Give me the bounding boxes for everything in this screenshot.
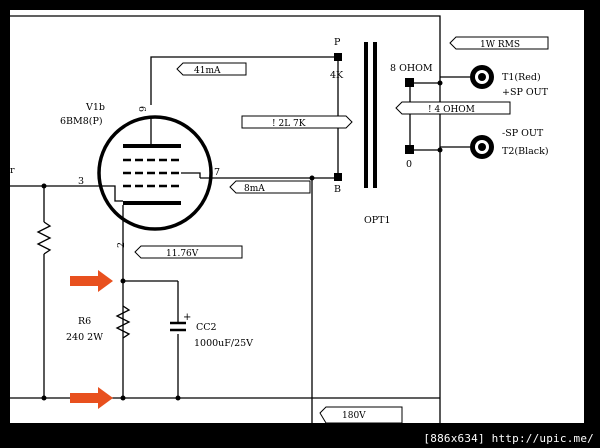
arrow-ground-node (70, 387, 113, 409)
svg-text:8mA: 8mA (244, 184, 265, 194)
terminal-p (334, 53, 342, 61)
terminal-8ohm (405, 78, 414, 87)
pin-3: 3 (78, 176, 84, 187)
junction-ground-cap (175, 395, 181, 401)
tap-b: B (334, 184, 341, 195)
t1-sp: +SP OUT (502, 87, 549, 98)
svg-text:11.76V: 11.76V (166, 249, 199, 259)
tube-cathode (123, 201, 181, 205)
core-bar-left (364, 42, 368, 188)
left-edge-label: r (10, 165, 15, 176)
junction-screen (309, 175, 315, 181)
tube-6bm8 (97, 115, 213, 238)
tag-plate-current: 41mA (176, 62, 247, 76)
arrow-cathode-node (70, 270, 113, 292)
labels: V1b 6BM8(P) 9 7 3 2 r P 4K B 8 OHOM 0 OP… (10, 37, 549, 349)
r6-value: 240 2W (66, 332, 103, 343)
pin-2: 2 (116, 242, 127, 248)
tag-bottom-voltage: 180V (319, 406, 403, 423)
pin-7: 7 (214, 167, 220, 178)
grid-resistor (36, 221, 52, 255)
tag-rms: 1W RMS (449, 36, 549, 50)
tube-grids (123, 158, 181, 188)
wire-plate (150, 56, 338, 105)
pin-9: 9 (138, 106, 149, 112)
terminal-0 (405, 145, 414, 154)
svg-text:180V: 180V (342, 411, 366, 421)
junction-cathode (120, 278, 126, 284)
transformer-core (364, 42, 377, 188)
tube-plate (123, 144, 181, 148)
junction-sec-top (437, 80, 443, 86)
tag-primary-impedance: ! 2L 7K (241, 115, 353, 129)
tube-name: V1b (85, 102, 105, 113)
junctions (41, 80, 443, 401)
t1-name: T1(Red) (502, 72, 541, 83)
tag-screen-current: 8mA (229, 180, 311, 194)
schematic-canvas: + (10, 10, 584, 423)
svg-text:! 2L 7K: ! 2L 7K (272, 119, 306, 129)
junction-grid (41, 183, 47, 189)
tap-8ohm: 8 OHOM (390, 63, 433, 74)
junction-sec-bottom (437, 147, 443, 153)
svg-text:41mA: 41mA (194, 66, 221, 76)
r6-name: R6 (78, 316, 91, 327)
wire-top-bplus (10, 15, 441, 423)
cc2-name: CC2 (196, 322, 217, 333)
tap-0: 0 (406, 159, 412, 170)
svg-text:! 4 OHOM: ! 4 OHOM (428, 105, 475, 115)
tags: 41mA 1W RMS ! 2L 7K 8mA 11.76V (134, 36, 549, 423)
core-bar-right (373, 42, 377, 188)
terminal-b (334, 173, 342, 181)
speaker-terminal-t1 (470, 65, 494, 89)
schematic-diagram: + (10, 15, 549, 423)
tube-type: 6BM8(P) (60, 116, 103, 127)
cc2-value: 1000uF/25V (194, 338, 253, 349)
tag-cathode-voltage: 11.76V (134, 245, 243, 259)
watermark: [886x634] http://upic.me/ (423, 432, 594, 445)
transformer-name: OPT1 (364, 215, 391, 226)
tag-4ohm: ! 4 OHOM (395, 101, 511, 115)
t2-name: T2(Black) (502, 146, 549, 157)
cc2-plus: + (183, 312, 191, 323)
speaker-terminal-t2 (470, 135, 494, 159)
wires (10, 15, 470, 423)
junction-ground-mid (120, 395, 126, 401)
cc2-capacitor: + (170, 312, 191, 332)
t2-sp: -SP OUT (502, 128, 544, 139)
tap-4k: 4K (330, 70, 344, 81)
r6-resistor (115, 305, 131, 339)
svg-text:1W RMS: 1W RMS (480, 40, 520, 50)
junction-ground-left (41, 395, 47, 401)
tap-p: P (334, 37, 341, 48)
arrows (70, 270, 113, 409)
